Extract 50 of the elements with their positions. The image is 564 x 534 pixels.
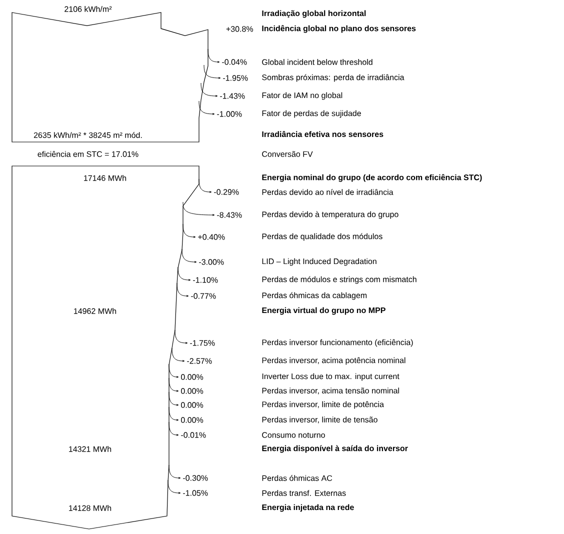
loss-description: Perdas inversor, acima potência nominal (262, 357, 406, 365)
loss-description: Inverter Loss due to max. input current (262, 373, 400, 381)
loss-percentage: -1.00% (217, 111, 242, 117)
loss-percentage: -1.75% (190, 340, 215, 346)
loss-description: Perdas devido à temperatura do grupo (262, 211, 398, 219)
stage-heading: Energia injetada na rede (262, 504, 354, 512)
stage-heading: Incidência global no plano dos sensores (262, 25, 416, 33)
efficiency-note: eficiência em STC = 17.01% (38, 151, 138, 157)
loss-description: Conversão FV (262, 151, 313, 157)
loss-description: Perdas óhmicas AC (262, 475, 332, 481)
loss-description: Perdas inversor funcionamento (eficiência) (262, 339, 413, 347)
loss-description: LID – Light Induced Degradation (262, 258, 376, 266)
node-label: 2106 kWh/m² (64, 6, 112, 12)
loss-percentage: -0.77% (191, 293, 216, 299)
loss-description: Perdas de módulos e strings com mismatch (262, 276, 416, 284)
stage-heading: Energia disponível à saída do inversor (262, 445, 408, 453)
loss-percentage: 0.00% (181, 374, 204, 380)
stage-heading: Energia nominal do grupo (de acordo com eficiência STC) (262, 174, 482, 182)
loss-percentage: 0.00% (181, 417, 204, 423)
loss-percentage: -0.30% (183, 475, 208, 481)
loss-percentage: 0.00% (181, 402, 204, 408)
loss-percentage: -1.05% (183, 490, 208, 496)
loss-percentage: +30.8% (226, 26, 253, 32)
loss-percentage: -1.10% (193, 277, 218, 283)
loss-description: Perdas inversor, limite de potência (262, 401, 384, 409)
loss-description: Perdas de qualidade dos módulos (262, 233, 382, 241)
loss-percentage: 0.00% (181, 388, 204, 394)
loss-description: Perdas inversor, limite de tensão (262, 416, 378, 424)
loss-percentage: -3.00% (199, 259, 224, 265)
loss-percentage: -8.43% (217, 212, 242, 218)
loss-description: Global incident below threshold (262, 59, 372, 65)
loss-description: Perdas transf. Externas (262, 490, 346, 496)
stage-heading: Irradiância efetiva nos sensores (262, 130, 384, 138)
stage-heading: Irradiação global horizontal (262, 10, 366, 18)
loss-percentage: -1.43% (220, 93, 245, 99)
stage-heading: Energia virtual do grupo no MPP (262, 307, 386, 315)
loss-percentage: +0.40% (198, 234, 225, 240)
loss-percentage: -1.95% (223, 75, 248, 81)
irradiance-band: 2106 kWh/m² 2635 kWh/m² * 38245 m² mód. (12, 6, 208, 142)
loss-description: Perdas óhmicas da cablagem (262, 292, 367, 300)
loss-description: Fator de IAM no global (262, 92, 342, 100)
loss-description: Consumo noturno (262, 432, 325, 438)
loss-description: Fator de perdas de sujidade (262, 110, 361, 118)
loss-percentage: -2.57% (187, 358, 212, 364)
loss-percentage: -0.01% (181, 432, 206, 438)
loss-percentage: -0.04% (222, 59, 247, 65)
loss-percentage: -0.29% (214, 189, 239, 195)
loss-description: Sombras próximas: perda de irradiância (262, 74, 404, 82)
loss-description: Perdas devido ao nível de irradiância (262, 189, 394, 195)
loss-description: Perdas inversor, acima tensão nominal (262, 388, 399, 394)
